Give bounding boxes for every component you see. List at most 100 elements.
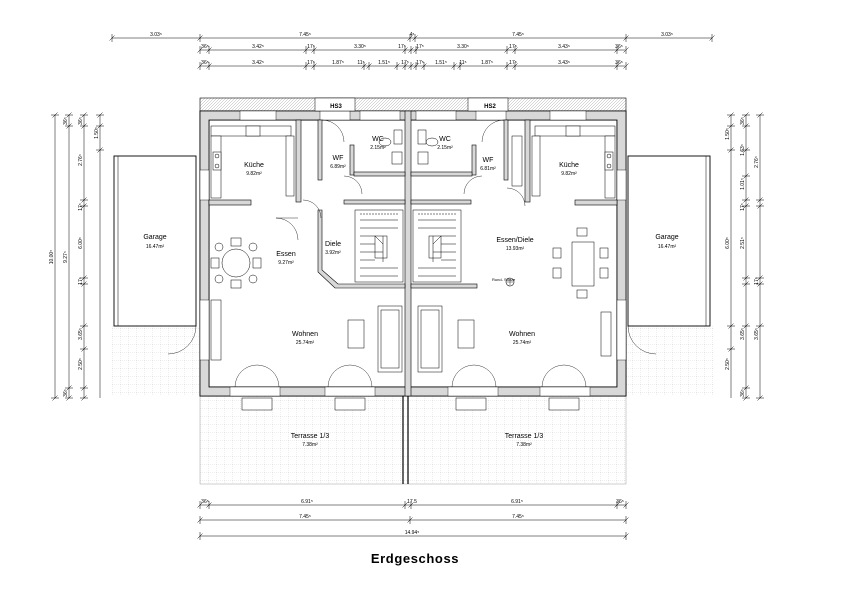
dimension-left-labels: 10.00⁵ 36⁵ 9.27⁵ 36⁵ 36⁵ 2.76⁵ 17⁵ 6.00⁵… — [49, 117, 100, 397]
dim-left-inner-2: 2.76⁵ — [78, 154, 84, 166]
dim-right-3: 2.76⁵ — [754, 156, 760, 168]
dim-top-3-3: 17⁵ — [307, 60, 315, 66]
dim-bottom-1-5: 36⁵ — [616, 499, 624, 505]
dim-top-1-5: 3.03⁵ — [661, 32, 673, 38]
dim-left-inner-1: 36⁵ — [78, 117, 84, 125]
dim-right-4: 1.63⁵ — [740, 144, 746, 156]
stair-left — [354, 209, 404, 283]
dim-top-2-7: 3.30⁵ — [457, 44, 469, 50]
dim-top-1-4: 7.45⁵ — [512, 32, 524, 38]
wc-left-fixtures — [378, 129, 403, 165]
dim-bottom-1-4: 6.91⁵ — [511, 499, 523, 505]
dim-bottom-1-2: 6.91⁵ — [301, 499, 313, 505]
dim-top-3-9: 1.51⁵ — [435, 60, 447, 66]
dim-top-3-10: 11⁵ — [459, 60, 466, 66]
dimension-top — [109, 34, 715, 70]
dim-top-3-12: 17⁵ — [509, 60, 517, 66]
dining-table-right — [552, 227, 609, 299]
area-terrasse-right: 7.38m² — [516, 442, 532, 448]
drawing-title: Erdgeschoss — [371, 551, 459, 566]
room-wf-right: WF — [483, 157, 494, 164]
area-wohnen-right: 25.74m² — [513, 340, 532, 346]
dim-top-3-8: 17⁵ — [416, 60, 424, 66]
area-essen-diele-right: 13.93m² — [506, 246, 525, 252]
room-garage-right: Garage — [655, 234, 678, 241]
area-kueche-right: 9.82m² — [561, 171, 577, 177]
room-labels-right: Küche 9.82m² WC 2.15m² WF 6.81m² Garage … — [437, 136, 679, 448]
dimension-bottom — [197, 501, 629, 540]
dim-right-9: 17⁵ — [754, 277, 760, 285]
dim-right-10: 3.65⁵ — [740, 328, 746, 340]
room-kueche-left: Küche — [244, 162, 264, 169]
dimension-left — [51, 112, 104, 401]
round-column — [505, 277, 515, 287]
room-essen-diele-right: Essen/Diele — [496, 237, 533, 244]
dim-right-12: 2.50⁵ — [725, 358, 731, 370]
room-kueche-right: Küche — [559, 162, 579, 169]
area-wc-left: 2.15m² — [370, 145, 386, 151]
hs-labels: HS3 HS2 — [314, 97, 509, 112]
area-diele-left: 3.92m² — [325, 250, 341, 256]
dim-right-7: 6.00⁵ — [725, 237, 731, 249]
area-wohnen-left: 25.74m² — [296, 340, 315, 346]
stair-right — [412, 209, 462, 283]
dim-left-mid-3: 36⁵ — [63, 389, 69, 397]
sofa-left — [210, 299, 403, 373]
room-wc-right: WC — [439, 136, 451, 143]
terrace-area — [112, 326, 714, 485]
dim-top-2-6: 17⁵ — [416, 44, 424, 50]
dim-bottom-1-3: 17.5 — [407, 499, 417, 505]
room-wc-left: WC — [372, 136, 384, 143]
interior-walls — [208, 119, 618, 289]
dim-top-2-9: 3.43⁵ — [558, 44, 570, 50]
dim-left-inner-7: 2.50⁵ — [78, 358, 84, 370]
dim-right-5: 1.01⁵ — [740, 178, 746, 190]
wc-right-fixtures — [417, 129, 439, 165]
garage-right — [627, 155, 711, 355]
dim-left-inner-6: 3.65⁵ — [78, 328, 84, 340]
dim-left-mid-1: 36⁵ — [63, 117, 69, 125]
room-diele-left: Diele — [325, 241, 341, 248]
hs2-label: HS2 — [484, 104, 496, 110]
dimension-top-labels: 3.03⁵ 7.45⁵ 4⁵ 7.45⁵ 3.03⁵ 36⁵ 3.42⁵ 17⁵… — [150, 32, 673, 66]
area-wf-left: 6.89m² — [330, 164, 346, 170]
dim-top-1-1: 3.03⁵ — [150, 32, 162, 38]
area-wf-right: 6.81m² — [480, 166, 496, 172]
dim-top-3-7: 17⁵ — [401, 60, 409, 66]
area-terrasse-left: 7.38m² — [302, 442, 318, 448]
garage-left — [113, 155, 197, 355]
dim-right-2: 1.50⁵ — [725, 128, 731, 140]
dim-right-13: 36⁵ — [740, 389, 746, 397]
room-essen-left: Essen — [276, 251, 296, 258]
dim-top-2-4: 3.30⁵ — [354, 44, 366, 50]
dim-top-3-1: 36⁵ — [201, 60, 209, 66]
dim-left-innermost-1: 1.50⁵ — [94, 127, 100, 139]
area-garage-left: 16.47m² — [146, 244, 165, 250]
dim-right-8: 2.51⁵ — [740, 237, 746, 249]
sofa-right — [417, 305, 612, 373]
room-wohnen-left: Wohnen — [292, 331, 318, 338]
dim-right-1: 36⁵ — [740, 117, 746, 125]
dim-right-11: 3.65⁵ — [754, 328, 760, 340]
dim-top-2-5: 17⁵ — [398, 44, 406, 50]
dim-top-2-1: 36⁵ — [201, 44, 209, 50]
dim-top-2-3: 17⁵ — [307, 44, 315, 50]
room-terrasse-right: Terrasse 1/3 — [505, 433, 544, 440]
dim-top-2-2: 3.42⁵ — [252, 44, 264, 50]
dim-top-2-8: 17⁵ — [509, 44, 517, 50]
dim-right-6: 17⁵ — [740, 203, 746, 211]
dim-top-3-14: 36⁵ — [615, 60, 623, 66]
area-kueche-left: 9.82m² — [246, 171, 262, 177]
dim-top-3-5: 11⁵ — [357, 60, 364, 66]
round-column-label: Rund- Stütze — [492, 277, 516, 282]
dim-bottom-2-2: 7.45⁵ — [512, 514, 524, 520]
room-labels-left: Küche 9.82m² WC 2.15m² WF 6.89m² Garage … — [143, 136, 386, 448]
dim-top-2-10: 36⁵ — [615, 44, 623, 50]
window-boxes — [241, 397, 580, 411]
hs3-label: HS3 — [330, 104, 342, 110]
dim-top-1-2: 7.45⁵ — [299, 32, 311, 38]
room-wohnen-right: Wohnen — [509, 331, 535, 338]
dim-top-3-2: 3.42⁵ — [252, 60, 264, 66]
room-terrasse-left: Terrasse 1/3 — [291, 433, 330, 440]
